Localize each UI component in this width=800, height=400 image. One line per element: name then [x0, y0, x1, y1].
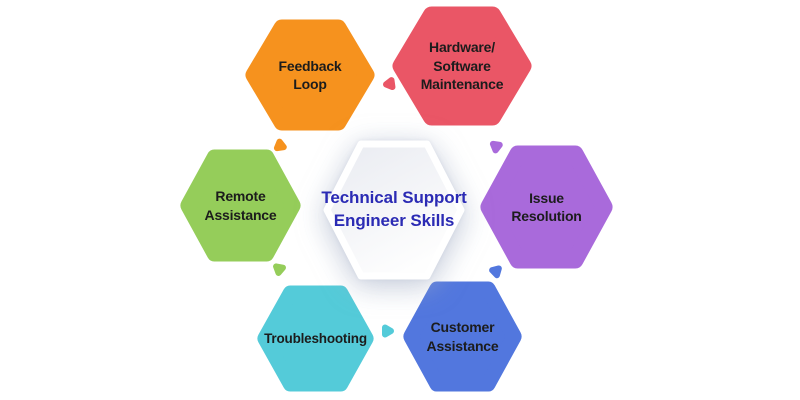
triangle-arrow-icon — [273, 263, 286, 276]
hexagon-hardware-software-maintenance: Hardware/ Software Maintenance — [392, 6, 532, 126]
flow-arrow-hardware-icon — [378, 73, 401, 96]
hexagon-shape — [257, 285, 374, 392]
hexagon-label-customer-assistance: Customer Assistance — [426, 319, 499, 354]
flow-arrow-customer-icon — [483, 259, 508, 284]
hexagon-shape — [180, 149, 301, 262]
flow-arrow-issue-icon — [484, 133, 510, 159]
triangle-arrow-icon — [383, 77, 396, 91]
hexagon-shape — [403, 281, 522, 392]
hexagon-troubleshooting: Troubleshooting — [257, 285, 374, 392]
triangle-arrow-icon — [489, 140, 503, 154]
hexagon-remote-assistance: Remote Assistance — [180, 149, 301, 262]
hexagon-label-remote-assistance: Remote Assistance — [204, 188, 277, 223]
hexagon-label-feedback-loop: Feedback Loop — [278, 57, 342, 92]
hexagon-label-issue-resolution: Issue Resolution — [511, 189, 582, 224]
hexagon-label-troubleshooting: Troubleshooting — [264, 330, 367, 346]
triangle-arrow-icon — [489, 265, 502, 279]
hexagon-shape — [392, 6, 532, 126]
flow-arrow-feedback-icon — [268, 133, 294, 159]
hexagon-shape — [323, 140, 465, 280]
hexagon-center-title: Technical Support Engineer Skills — [319, 136, 469, 284]
diagram-title: Technical Support Engineer Skills — [321, 188, 467, 230]
triangle-arrow-icon — [382, 324, 394, 338]
flow-arrow-remote-icon — [267, 258, 290, 281]
hexagon-feedback-loop: Feedback Loop — [245, 19, 375, 131]
hexagon-label-hardware-software-maintenance: Hardware/ Software Maintenance — [420, 39, 504, 93]
hexagon-shape — [480, 145, 613, 269]
hexagon-issue-resolution: Issue Resolution — [480, 145, 613, 269]
triangle-arrow-icon — [273, 138, 287, 152]
flow-arrow-troubleshooting-icon — [378, 321, 398, 341]
hexagon-shape — [245, 19, 375, 131]
hexagon-customer-assistance: Customer Assistance — [403, 281, 522, 392]
